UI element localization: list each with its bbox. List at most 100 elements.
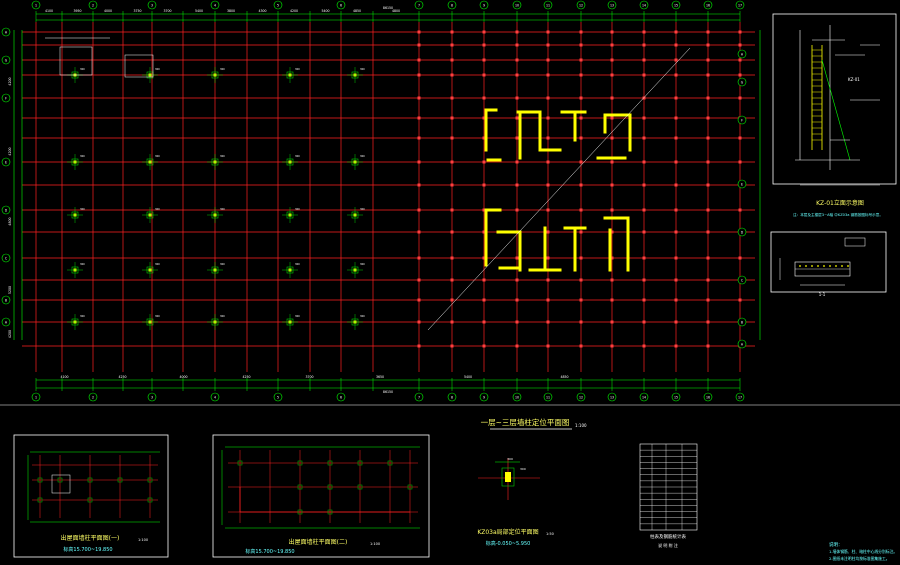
column-dot bbox=[482, 73, 486, 77]
column-dot bbox=[674, 73, 678, 77]
axis-bubble-bottom bbox=[639, 392, 649, 402]
axis-bubble-bottom-label: 13 bbox=[610, 396, 614, 400]
column-dot bbox=[515, 298, 519, 302]
column-dot bbox=[706, 73, 710, 77]
dim-label-bottom: 4000 bbox=[179, 375, 187, 379]
axis-bubble-left bbox=[1, 253, 11, 263]
bp2-column bbox=[327, 460, 333, 466]
axis-bubble-bottom bbox=[543, 392, 553, 402]
axis-bubble-left bbox=[1, 317, 11, 327]
column-dim-label: 300 bbox=[295, 67, 300, 71]
column-dot bbox=[706, 43, 710, 47]
dim-label-top: 3750 bbox=[133, 9, 141, 13]
bottom-plan-2-title: 出屋面墙柱平面图(二) bbox=[289, 538, 348, 546]
main-plan-axis-bubbles: 1122334455667788991010111112121313141415… bbox=[1, 0, 747, 402]
column-dot bbox=[450, 298, 454, 302]
axis-bubble-bottom-label: 5 bbox=[277, 396, 279, 400]
bottom-plan-2-drawing bbox=[221, 446, 420, 529]
axis-bubble-right bbox=[737, 179, 747, 189]
column-dot bbox=[515, 116, 519, 120]
axis-bubble-left bbox=[1, 27, 11, 37]
axis-bubble-bottom bbox=[273, 392, 283, 402]
column-dot bbox=[674, 230, 678, 234]
column-dot bbox=[674, 136, 678, 140]
axis-bubble-top-label: 3 bbox=[151, 4, 153, 8]
column-dot bbox=[546, 136, 550, 140]
main-plan-scale: 1:100 bbox=[575, 423, 587, 428]
column-dim-label: 300 bbox=[220, 67, 225, 71]
bp2-column bbox=[357, 460, 363, 466]
column-dot bbox=[579, 298, 583, 302]
column-dot bbox=[546, 160, 550, 164]
bp1-column bbox=[117, 477, 123, 483]
column-dot bbox=[610, 320, 614, 324]
axis-bubble-left-label: B bbox=[5, 299, 7, 303]
axis-bubble-bottom-label: 1 bbox=[35, 396, 37, 400]
axis-bubble-top-label: 2 bbox=[92, 4, 94, 8]
bp1-column bbox=[147, 497, 153, 503]
column-dot bbox=[417, 278, 421, 282]
column-dot bbox=[515, 160, 519, 164]
section-rebar-dot bbox=[799, 265, 801, 267]
column-dot bbox=[450, 320, 454, 324]
column-dot bbox=[642, 58, 646, 62]
column-dot bbox=[546, 30, 550, 34]
column-dim-label: 300 bbox=[360, 154, 365, 158]
column-dot bbox=[417, 136, 421, 140]
axis-bubble-bottom bbox=[447, 392, 457, 402]
column-dot bbox=[417, 230, 421, 234]
column-dim-label: 300 bbox=[360, 207, 365, 211]
bp2-column bbox=[387, 460, 393, 466]
bp2-column bbox=[327, 509, 333, 515]
column-dot bbox=[417, 320, 421, 324]
column-dot bbox=[642, 256, 646, 260]
axis-bubble-bottom-label: 15 bbox=[674, 396, 678, 400]
column-dot bbox=[610, 58, 614, 62]
column-table-title: 柱表及钢筋统计表 bbox=[650, 533, 686, 540]
column-dot bbox=[610, 43, 614, 47]
axis-bubble-right bbox=[737, 275, 747, 285]
bottom-plan-1: 出屋面墙柱平面图(一) 1:100 标高15.700~19.850 bbox=[13, 434, 169, 558]
axis-bubble-left-label: H bbox=[5, 31, 8, 35]
axis-bubble-bottom-label: 14 bbox=[642, 396, 646, 400]
column-table-grid bbox=[639, 443, 698, 531]
column-dim-label: 300 bbox=[155, 314, 160, 318]
shear-wall bbox=[516, 110, 542, 160]
column-dot bbox=[610, 136, 614, 140]
axis-bubble-bottom-label: 2 bbox=[92, 396, 94, 400]
axis-bubble-bottom-label: 10 bbox=[515, 396, 519, 400]
column-dot bbox=[738, 256, 742, 260]
column-dot bbox=[515, 43, 519, 47]
axis-bubble-top bbox=[703, 0, 713, 10]
axis-bubble-top bbox=[88, 0, 98, 10]
bp1-column bbox=[37, 497, 43, 503]
notes-heading: 说明： bbox=[829, 541, 843, 548]
bottom-plan-2: 出屋面墙柱平面图(二) 1:100 标高15.700~19.850 bbox=[212, 434, 430, 558]
axis-bubble-top-label: 10 bbox=[515, 4, 519, 8]
axis-bubble-bottom bbox=[31, 392, 41, 402]
shear-wall bbox=[603, 216, 630, 272]
column-dot bbox=[706, 344, 710, 348]
column-dot bbox=[546, 320, 550, 324]
column-dot bbox=[579, 30, 583, 34]
axis-bubble-bottom bbox=[147, 392, 157, 402]
column-dot bbox=[674, 344, 678, 348]
column-dot bbox=[674, 30, 678, 34]
column-dot bbox=[417, 208, 421, 212]
axis-bubble-top-label: 6 bbox=[340, 4, 342, 8]
section-rebar-dot bbox=[823, 265, 825, 267]
column-dot bbox=[642, 230, 646, 234]
bp2-column bbox=[327, 484, 333, 490]
column-dim-label: 300 bbox=[80, 67, 85, 71]
column-dot bbox=[738, 43, 742, 47]
column-dot bbox=[610, 30, 614, 34]
column-dot bbox=[482, 208, 486, 212]
axis-bubble-top-label: 14 bbox=[642, 4, 646, 8]
bottom-plan-2-scale: 1:100 bbox=[370, 542, 380, 546]
column-dot bbox=[674, 58, 678, 62]
main-plan-title: 一层~三层墙柱定位平面图 bbox=[481, 417, 570, 427]
axis-bubble-top-label: 9 bbox=[483, 4, 485, 8]
axis-bubble-top bbox=[31, 0, 41, 10]
